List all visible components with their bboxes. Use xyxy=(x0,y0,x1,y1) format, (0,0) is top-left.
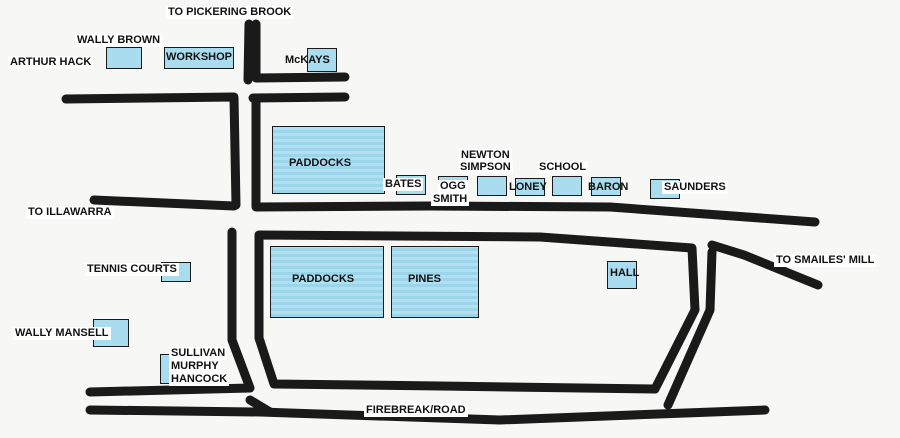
road-east-spur xyxy=(707,240,823,290)
label-bates: BATES xyxy=(383,178,424,191)
label-simpson: SIMPSON xyxy=(458,161,513,174)
label-to-pickering-brook: TO PICKERING BROOK xyxy=(166,6,294,19)
label-firebreak-road: FIREBREAK/ROAD xyxy=(364,404,468,417)
school-building xyxy=(552,176,582,196)
label-hancock: HANCOCK xyxy=(169,373,230,386)
label-smith: SMITH xyxy=(431,193,470,206)
label-wally-brown: WALLY BROWN xyxy=(75,34,163,47)
baron-building xyxy=(591,177,621,196)
label-school: SCHOOL xyxy=(537,161,589,174)
road-main-street xyxy=(251,93,820,227)
workshop-building xyxy=(164,47,234,69)
hall-building xyxy=(607,261,637,289)
paddocks-north-block xyxy=(272,126,385,194)
road-west-south xyxy=(85,227,255,397)
wally-mansell-building xyxy=(93,319,129,347)
label-workshop: WORKSHOP xyxy=(166,51,232,63)
label-mckays: McKAYS xyxy=(285,54,330,66)
label-hall: HALL xyxy=(610,267,640,279)
label-ogg: OGG xyxy=(438,180,468,193)
label-baron: BARON xyxy=(588,181,629,193)
label-paddocks-north: PADDOCKS xyxy=(289,157,352,169)
pines-block xyxy=(391,246,479,318)
label-paddocks-south: PADDOCKS xyxy=(292,273,355,285)
label-wally-mansell: WALLY MANSELL xyxy=(13,327,111,340)
wally-brown-building xyxy=(106,47,142,69)
road-top-cross xyxy=(61,92,241,210)
road-east-curve xyxy=(663,247,717,410)
loney-building xyxy=(515,178,545,196)
label-to-illawarra: TO ILLAWARRA xyxy=(26,206,114,219)
label-arthur-hack: ARTHUR HACK xyxy=(8,56,94,69)
paddocks-south-block xyxy=(270,246,384,318)
label-to-smailes-mill: TO SMAILES' MILL xyxy=(774,254,877,267)
road-illawarra xyxy=(89,195,239,211)
newton-simpson-building xyxy=(477,176,507,196)
label-newton: NEWTON xyxy=(459,149,512,162)
mckays-building xyxy=(307,48,337,72)
road-pickering-north-right xyxy=(251,19,350,83)
label-loney: LONEY xyxy=(509,181,547,193)
road-inner-loop xyxy=(254,230,700,394)
road-south-connector xyxy=(245,395,275,417)
label-tennis-courts: TENNIS COURTS xyxy=(85,263,179,276)
label-pines: PINES xyxy=(408,273,442,285)
label-murphy: MURPHY xyxy=(169,360,221,373)
label-sullivan: SULLIVAN xyxy=(169,347,228,360)
road-pickering-central-east xyxy=(248,92,350,103)
label-saunders: SAUNDERS xyxy=(662,181,728,194)
road-pickering-north-left xyxy=(243,19,254,85)
